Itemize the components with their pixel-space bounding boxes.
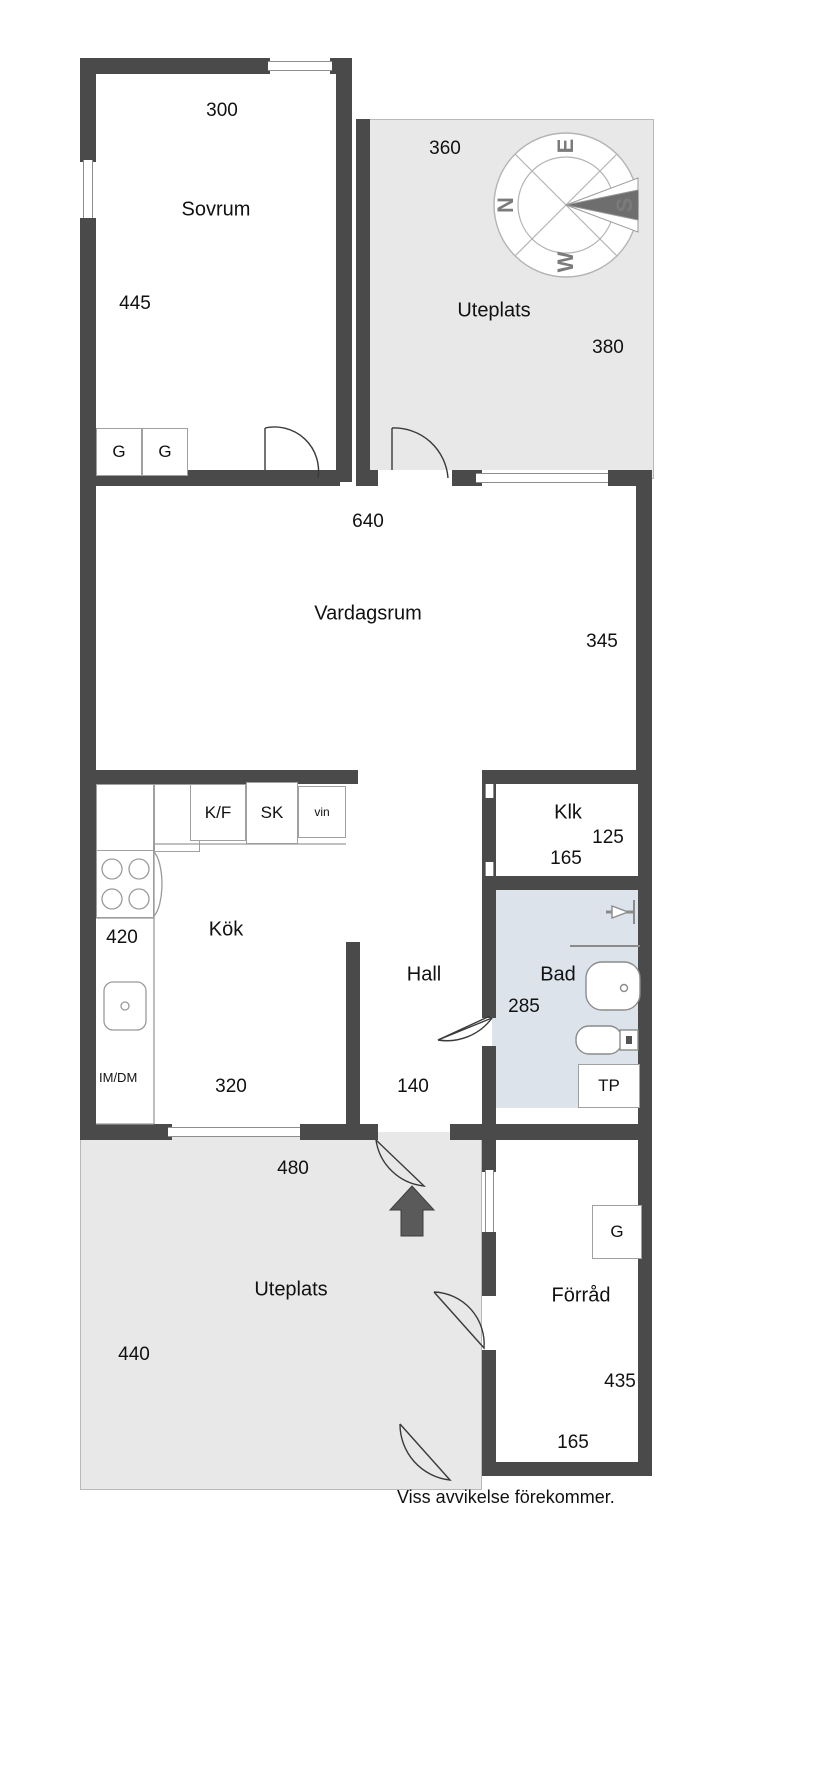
wall-kok-left	[80, 770, 96, 1132]
wall-bad-left-lower	[482, 1046, 496, 1130]
window-vardagsrum-top	[476, 473, 612, 483]
room-label-kok: Kök	[208, 918, 244, 941]
wall-bad-top	[482, 876, 652, 890]
wall-sovrum-right-lower	[336, 262, 352, 482]
cabinet-kf: K/F	[190, 784, 246, 841]
toilet-paper-label: TP	[598, 1076, 620, 1095]
forrad-area	[482, 1128, 652, 1490]
sovrum-area	[80, 58, 352, 482]
wall-sovrum-top	[80, 58, 270, 74]
dimension-uteplats-top-width: 360	[429, 138, 461, 159]
wall-sovrum-right-upper	[336, 58, 352, 262]
dimension-klk-right: 125	[592, 827, 624, 848]
wall-forrad-left-lower	[482, 1350, 496, 1472]
room-label-sovrum: Sovrum	[181, 198, 251, 221]
wall-sovrum-left-upper	[80, 58, 96, 162]
appliance-label-im-dm: IM/DM	[99, 1070, 138, 1085]
room-label-uteplats-top: Uteplats	[457, 299, 531, 322]
cabinet-kf-label: K/F	[204, 802, 232, 822]
wall-kok-hall-divider	[346, 942, 360, 1132]
dimension-uteplats-bottom-left: 440	[118, 1344, 150, 1365]
wall-klk-top	[482, 770, 652, 784]
dimension-forrad-bottom: 165	[557, 1432, 589, 1453]
wall-vardagsrum-right	[636, 470, 652, 782]
storage-cabinet-g-label: G	[610, 1222, 624, 1241]
compass-label-west: W	[553, 251, 578, 273]
window-klk-left-lower	[485, 862, 494, 876]
wall-right-mid	[638, 770, 652, 1130]
wall-forrad-left-upper	[482, 1140, 496, 1172]
dimension-klk-bottom: 165	[550, 848, 582, 869]
room-label-uteplats-bottom: Uteplats	[254, 1278, 328, 1301]
compass-label-north: N	[493, 197, 518, 213]
wall-forrad-bottom	[482, 1462, 652, 1476]
compass-label-south: S	[612, 197, 637, 213]
wall-vardagsrum-left	[80, 470, 96, 782]
dimension-kok-left: 420	[106, 927, 138, 948]
cabinet-vin-label: vin	[314, 805, 330, 819]
wardrobe-g1: G	[96, 428, 142, 476]
dimension-uteplats-top-height: 380	[592, 337, 624, 358]
wall-kok-top	[80, 770, 358, 784]
wardrobe-g2: G	[142, 428, 188, 476]
wall-bottom-band-right	[450, 1124, 652, 1140]
hall-area	[350, 772, 494, 1132]
dimension-sovrum-top: 300	[206, 100, 238, 121]
wall-bottom-band-left	[80, 1124, 172, 1140]
dimension-forrad-right: 435	[604, 1371, 636, 1392]
vardagsrum-area	[80, 470, 652, 780]
wall-klk-left	[482, 770, 496, 884]
cabinet-vin: vin	[298, 786, 346, 838]
compass-label-east: E	[553, 138, 578, 154]
window-bottom-kok	[168, 1127, 304, 1137]
dimension-vardagsrum-top: 640	[352, 511, 384, 532]
disclaimer-note: Viss avvikelse förekommer.	[397, 1487, 615, 1507]
klk-area	[488, 772, 652, 884]
cabinet-sk-label: SK	[260, 803, 284, 822]
wall-door-jamb-sovrum	[320, 470, 340, 486]
wall-bad-left	[482, 876, 496, 1018]
window-sovrum-top	[268, 61, 332, 71]
window-forrad-left	[485, 1170, 494, 1234]
wall-vardagsrum-top-right	[452, 470, 482, 486]
room-label-forrad: Förråd	[551, 1284, 611, 1307]
room-label-klk: Klk	[554, 801, 582, 824]
wall-vardagsrum-top-mid	[356, 470, 378, 486]
uteplats-bottom-area	[80, 1128, 482, 1490]
wall-forrad-left-mid	[482, 1232, 496, 1296]
dimension-bad-left: 285	[508, 996, 540, 1017]
cabinet-sk: SK	[246, 782, 298, 844]
dimension-hall-bottom: 140	[397, 1076, 429, 1097]
room-label-bad: Bad	[540, 963, 576, 986]
dimension-kok-bottom: 320	[215, 1076, 247, 1097]
toilet-paper-cabinet: TP	[578, 1064, 640, 1108]
window-klk-left-upper	[485, 784, 494, 798]
dimension-uteplats-bottom-top: 480	[277, 1158, 309, 1179]
wall-uteplats-top-left	[356, 119, 370, 479]
storage-cabinet-g: G	[592, 1205, 642, 1259]
wardrobe-g2-label: G	[158, 442, 172, 461]
room-label-hall: Hall	[406, 963, 442, 986]
dimension-vardagsrum-right: 345	[586, 631, 618, 652]
room-label-vardagsrum: Vardagsrum	[314, 602, 422, 625]
dimension-sovrum-left: 445	[119, 293, 151, 314]
wall-bottom-band-mid	[300, 1124, 378, 1140]
wall-sovrum-left-lower	[80, 218, 96, 482]
wardrobe-g1-label: G	[112, 442, 126, 461]
window-sovrum-left	[83, 160, 93, 220]
